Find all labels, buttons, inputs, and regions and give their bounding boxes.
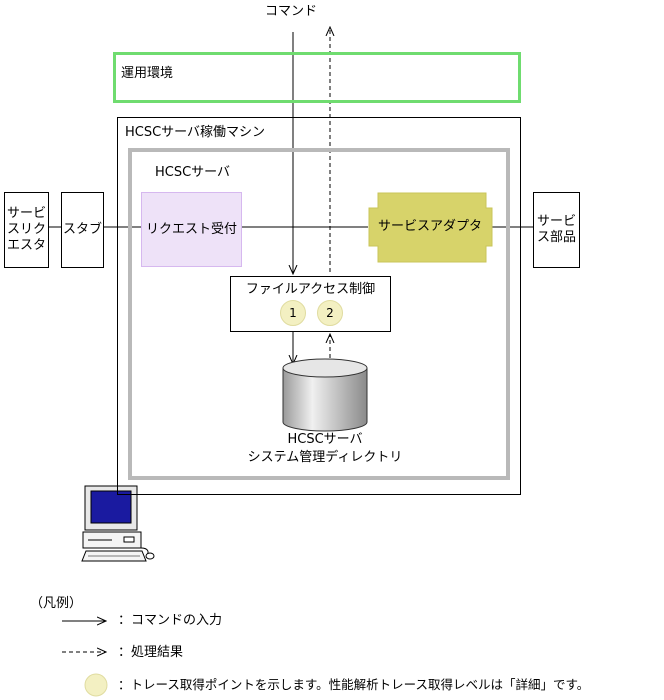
hcsc-server bbox=[128, 148, 510, 480]
command-label: コマンド bbox=[265, 4, 318, 19]
service-part-line-2: ス部品 bbox=[536, 230, 576, 245]
legend-trace-circle bbox=[84, 673, 108, 697]
hcsc-server-label: HCSCサーバ bbox=[155, 165, 231, 180]
stub-label: スタブ bbox=[62, 222, 102, 237]
trace-point-1: 1 bbox=[280, 300, 306, 326]
computer-icon bbox=[81, 485, 155, 562]
directory-label-line-2: システム管理ディレクトリ bbox=[247, 450, 403, 465]
request-receiver-label: リクエスト受付 bbox=[145, 221, 237, 238]
directory-cylinder bbox=[282, 358, 368, 432]
legend-command-input: ：コマンドの入力 bbox=[118, 613, 223, 628]
hcsc-server-machine-label: HCSCサーバ稼働マシン bbox=[125, 125, 266, 140]
operation-environment-label: 運用環境 bbox=[121, 66, 174, 81]
legend-trace-point: ：トレース取得ポイントを示します。性能解析トレース取得レベルは「詳細」です。 bbox=[118, 677, 590, 692]
service-part: サービ ス部品 bbox=[533, 192, 580, 268]
hcsc-server-machine bbox=[117, 117, 521, 495]
service-requester-line-2: スリク bbox=[6, 222, 46, 237]
service-requester-line-1: サービ bbox=[6, 206, 46, 221]
legend-result: ：処理結果 bbox=[118, 645, 184, 660]
service-part-line-1: サービ bbox=[536, 214, 576, 229]
legend-title: （凡例） bbox=[30, 596, 83, 611]
operation-environment bbox=[113, 52, 521, 103]
file-access-control-label: ファイルアクセス制御 bbox=[245, 282, 376, 297]
trace-point-1-label: 1 bbox=[289, 306, 297, 320]
stub: スタブ bbox=[61, 192, 104, 268]
trace-point-2-label: 2 bbox=[326, 306, 334, 320]
trace-point-2: 2 bbox=[317, 300, 343, 326]
request-receiver: リクエスト受付 bbox=[141, 192, 242, 267]
service-adapter-label: サービスアダプタ bbox=[377, 219, 482, 234]
file-access-control bbox=[230, 276, 391, 332]
service-adapter-shape bbox=[368, 192, 493, 263]
directory-label-line-1: HCSCサーバ bbox=[287, 432, 363, 447]
service-requester-line-3: エスタ bbox=[6, 238, 46, 253]
service-requester: サービ スリク エスタ bbox=[4, 192, 49, 268]
